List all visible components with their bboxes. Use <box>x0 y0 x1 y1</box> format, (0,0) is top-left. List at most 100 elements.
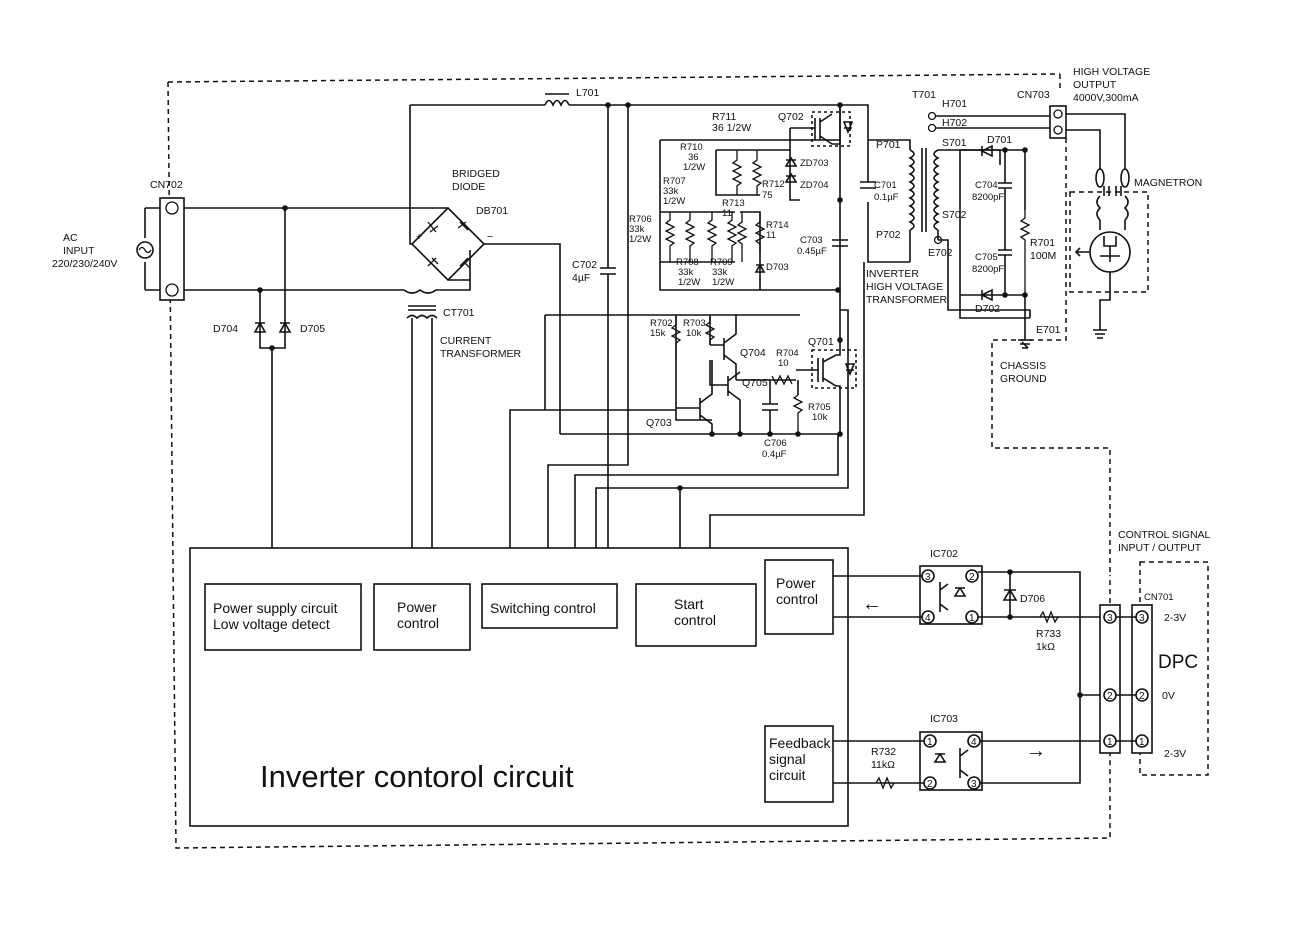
r714-label-1: R714 <box>766 220 789 231</box>
r706-label-2: 33k <box>629 224 645 235</box>
r713-label-1: R713 <box>722 198 745 209</box>
c701-label-1: C701 <box>874 180 897 191</box>
cn702-label: CN702 <box>150 179 183 191</box>
r710-label-2: 36 <box>688 152 699 163</box>
inverter-control-block: Inverter contorol circuit Power supply c… <box>189 547 882 827</box>
d704-diode <box>253 321 267 333</box>
ic702-optocoupler <box>919 565 983 625</box>
optocouplers: 3 4 2 1 IC702 D706 R733 1kΩ 1 2 4 3 IC70… <box>833 548 1100 791</box>
ic703-label: IC703 <box>930 713 958 725</box>
voltage-2-3v-bottom: 2-3V <box>1164 748 1186 760</box>
cn702-connector <box>159 197 185 301</box>
c702-label-1: C702 <box>572 259 597 271</box>
power-control-right-block <box>764 559 834 635</box>
start-control-label-1: Start <box>674 596 704 612</box>
t701-transformer: T701 H701 H702 P701 P702 S701 S702 E702 … <box>866 89 1050 306</box>
r713-label-2: 11 <box>722 208 732 219</box>
p702-label: P702 <box>876 229 901 241</box>
cn703-connector <box>1049 105 1067 139</box>
l701-label: L701 <box>576 87 600 99</box>
q701-igbt <box>811 349 857 389</box>
current-transformer-label-1: CURRENT <box>440 335 492 347</box>
right-arrow-icon: → <box>1026 740 1046 762</box>
voltage-2-3v-top: 2-3V <box>1164 612 1186 624</box>
r732-label-1: R732 <box>871 746 896 758</box>
feedback-block <box>764 725 834 803</box>
r711-label-2: 36 1/2W <box>712 122 751 134</box>
r708-label-2: 33k <box>678 267 694 278</box>
c706-label-1: C706 <box>764 438 787 449</box>
q704-label: Q704 <box>740 347 766 359</box>
zd703-label: ZD703 <box>800 158 829 169</box>
c704-label-2: 8200pF <box>972 192 1004 203</box>
feedback-label-2: signal <box>769 751 806 767</box>
voltage-0v: 0V <box>1162 690 1175 702</box>
power-control-left-label-2: control <box>397 615 439 631</box>
ic703-optocoupler <box>919 731 983 791</box>
cn701-label: CN701 <box>1144 592 1174 603</box>
r701-label-2: 100M <box>1030 250 1056 262</box>
chassis-ground-label-2: GROUND <box>1000 373 1047 385</box>
ic702-pin-2: 2 <box>969 572 975 583</box>
inverter-control-outline <box>189 547 849 827</box>
s702-label: S702 <box>942 209 967 221</box>
r708-label-1: R708 <box>676 257 699 268</box>
d701-diode <box>980 144 993 158</box>
inverter-transformer-label-2: HIGH VOLTAGE <box>866 281 943 293</box>
c706-label-2: 0.4µF <box>762 449 787 460</box>
r733-label-2: 1kΩ <box>1036 641 1055 653</box>
ac-input-label-3: 220/230/240V <box>52 258 117 270</box>
power-supply-label-1: Power supply circuit <box>213 600 338 616</box>
q705-label: Q705 <box>742 377 768 389</box>
power-supply-label-2: Low voltage detect <box>213 616 330 632</box>
s701-label: S701 <box>942 137 967 149</box>
hv-output-label-2: OUTPUT <box>1073 79 1117 91</box>
module-boundary <box>167 73 1209 849</box>
inverter-control-title: Inverter contorol circuit <box>260 759 574 794</box>
ac-input-label-1: AC <box>63 232 78 244</box>
c702-label-2: 4µF <box>572 272 590 284</box>
cn703-label: CN703 <box>1017 89 1050 101</box>
d705-label: D705 <box>300 323 325 335</box>
switching-control-label: Switching control <box>490 600 596 616</box>
ic703-pin-2: 2 <box>927 779 933 790</box>
bridge-rectifier: + − BRIDGED DIODE DB701 <box>409 105 561 434</box>
c705-label-1: C705 <box>975 252 998 263</box>
r703-label-1: R703 <box>683 318 706 329</box>
magnetron-section: CN703 HIGH VOLTAGE OUTPUT 4000V,300mA MA… <box>1017 66 1202 339</box>
r712-label-1: R712 <box>762 179 785 190</box>
power-control-left-block <box>373 583 471 651</box>
d702-label: D702 <box>975 303 1000 315</box>
ic702-pin-3: 3 <box>925 572 931 583</box>
dpc-label: DPC <box>1158 652 1198 673</box>
q703-label: Q703 <box>646 417 672 429</box>
cn701-pin-2: 2 <box>1139 691 1145 702</box>
power-supply-block <box>204 583 362 651</box>
ac-source-icon <box>136 241 154 259</box>
control-signal-label-2: INPUT / OUTPUT <box>1118 542 1202 554</box>
q701-label: Q701 <box>808 336 834 348</box>
d706-label: D706 <box>1020 593 1045 605</box>
driver-section: R702 15k R703 10k Q704 Q705 Q703 R704 10… <box>544 290 857 460</box>
cn701-pin-3: 3 <box>1139 613 1145 624</box>
r703-label-2: 10k <box>686 328 702 339</box>
inverter-transformer-label-3: TRANSFORMER <box>866 294 948 306</box>
r707-label-2: 33k <box>663 186 679 197</box>
power-control-right-label-2: control <box>776 591 818 607</box>
ic702-pin-1: 1 <box>969 613 975 624</box>
r709-label-1: R709 <box>710 257 733 268</box>
ic703-pin-3: 3 <box>971 779 977 790</box>
c703-label-2: 0.45µF <box>797 246 827 257</box>
start-control-block <box>635 583 757 647</box>
c701-label-2: 0.1µF <box>874 192 899 203</box>
e701-label: E701 <box>1036 324 1061 336</box>
d705-diode <box>278 321 292 333</box>
feedback-label-1: Feedback <box>769 735 831 751</box>
r714-label-2: 11 <box>766 230 776 241</box>
c703-label-1: C703 <box>800 235 823 246</box>
control-wiring <box>509 262 865 548</box>
left-arrow-icon: ← <box>862 593 882 615</box>
r733-label-1: R733 <box>1036 628 1061 640</box>
hv-output-label-1: HIGH VOLTAGE <box>1073 66 1150 78</box>
current-transformer: CT701 CURRENT TRANSFORMER <box>403 250 522 548</box>
